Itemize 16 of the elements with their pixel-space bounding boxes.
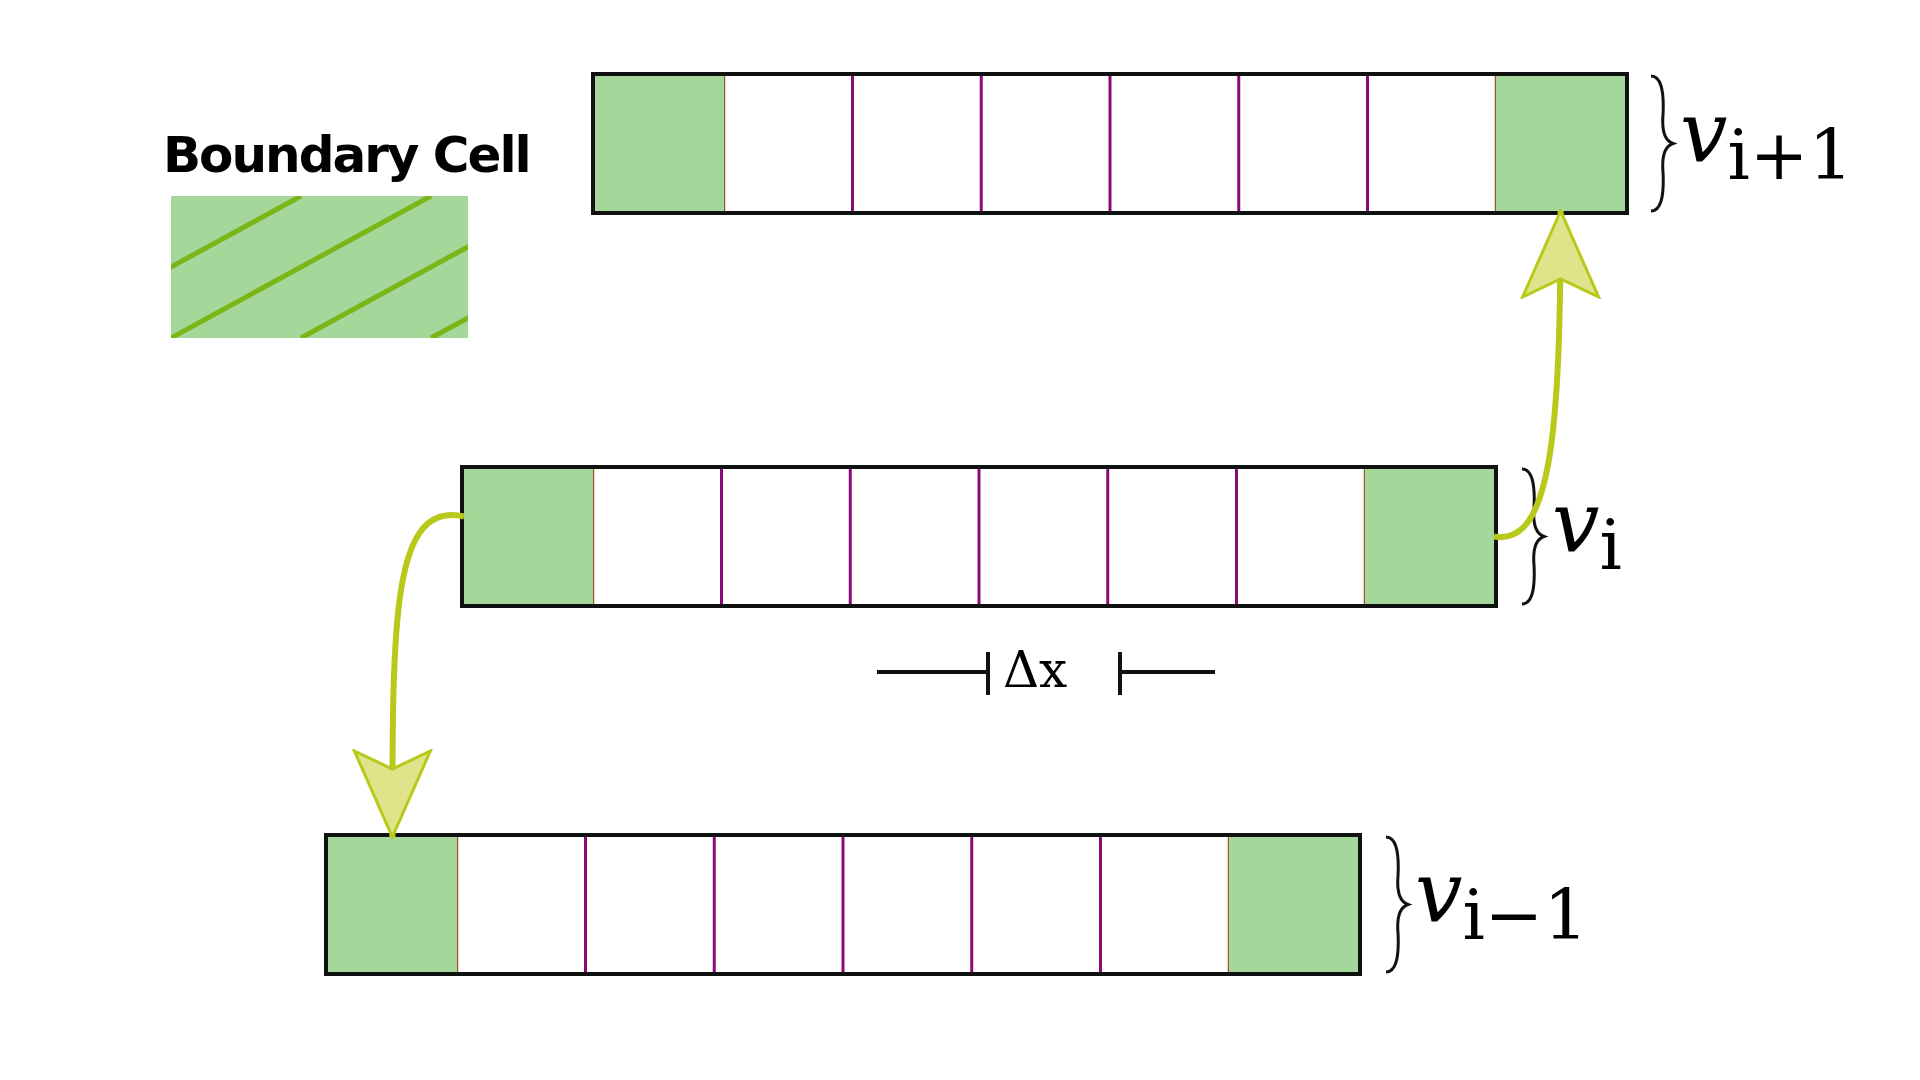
boundary-cell xyxy=(328,837,457,972)
boundary-cell xyxy=(1229,837,1358,972)
boundary-cell xyxy=(1496,76,1625,211)
legend-label: Boundary Cell xyxy=(163,128,530,183)
cell-array xyxy=(591,72,1629,215)
boundary-cell xyxy=(464,469,593,604)
boundary-cell xyxy=(595,76,724,211)
variable-label: v$_{i−1}$ xyxy=(1415,850,1589,950)
boundary-cell xyxy=(1365,469,1494,604)
cell-array xyxy=(460,465,1498,608)
dimension-label: Δx xyxy=(1003,645,1068,695)
cell-array xyxy=(324,833,1362,976)
variable-label: v$_{i+1}$ xyxy=(1680,90,1854,190)
arrow xyxy=(1494,209,1600,540)
variable-label: v$_{i}$ xyxy=(1552,480,1622,580)
arrow xyxy=(352,512,465,839)
